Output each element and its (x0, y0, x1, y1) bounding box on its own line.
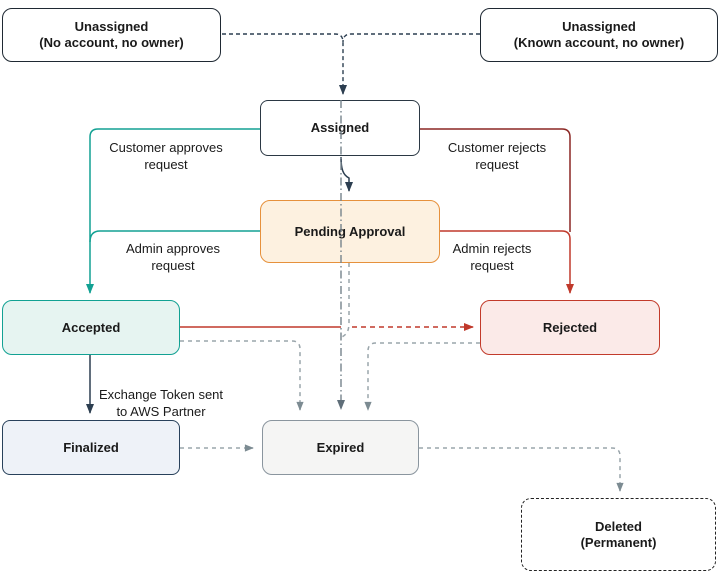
edge-rejected-to-expired (364, 342, 480, 411)
node-deleted: Deleted (Permanent) (521, 498, 716, 571)
node-expired: Expired (262, 420, 419, 475)
edge-label-exchange-token: Exchange Token sent to AWS Partner (98, 387, 224, 419)
node-unassigned-known-account: Unassigned (Known account, no owner) (480, 8, 718, 62)
node-unassigned-no-account: Unassigned (No account, no owner) (2, 8, 221, 62)
node-pending-approval-label: Pending Approval (294, 223, 406, 239)
node-pending-approval: Pending Approval (260, 200, 440, 263)
node-accepted: Accepted (2, 300, 180, 355)
node-assigned-label: Assigned (310, 120, 370, 135)
edge-label-customer-rejects: Customer rejects request (447, 140, 547, 172)
node-accepted-label: Accepted (61, 319, 121, 335)
edge-label-customer-approves: Customer approves request (109, 140, 223, 172)
node-assigned: Assigned (260, 100, 420, 156)
node-unassigned-no-account-label: Unassigned (No account, no owner) (39, 19, 184, 50)
edge-pending-approval-to-expired (341, 263, 350, 338)
node-unassigned-known-account-label: Unassigned (Known account, no owner) (513, 19, 685, 50)
node-rejected: Rejected (480, 300, 660, 355)
node-finalized: Finalized (2, 420, 180, 475)
edge-label-admin-approves: Admin approves request (126, 241, 220, 273)
edge-unassigned-no-account-to-assigned (222, 33, 347, 95)
edge-unassigned-known-account-to-assigned (342, 33, 480, 43)
node-deleted-label: Deleted (Permanent) (580, 518, 657, 550)
edge-assigned-to-pending-approval (340, 156, 353, 192)
node-finalized-label: Finalized (63, 439, 119, 455)
node-rejected-label: Rejected (542, 319, 598, 335)
node-expired-label: Expired (316, 439, 365, 455)
edge-expired-to-deleted (419, 447, 624, 492)
edge-label-admin-rejects: Admin rejects request (452, 241, 532, 273)
